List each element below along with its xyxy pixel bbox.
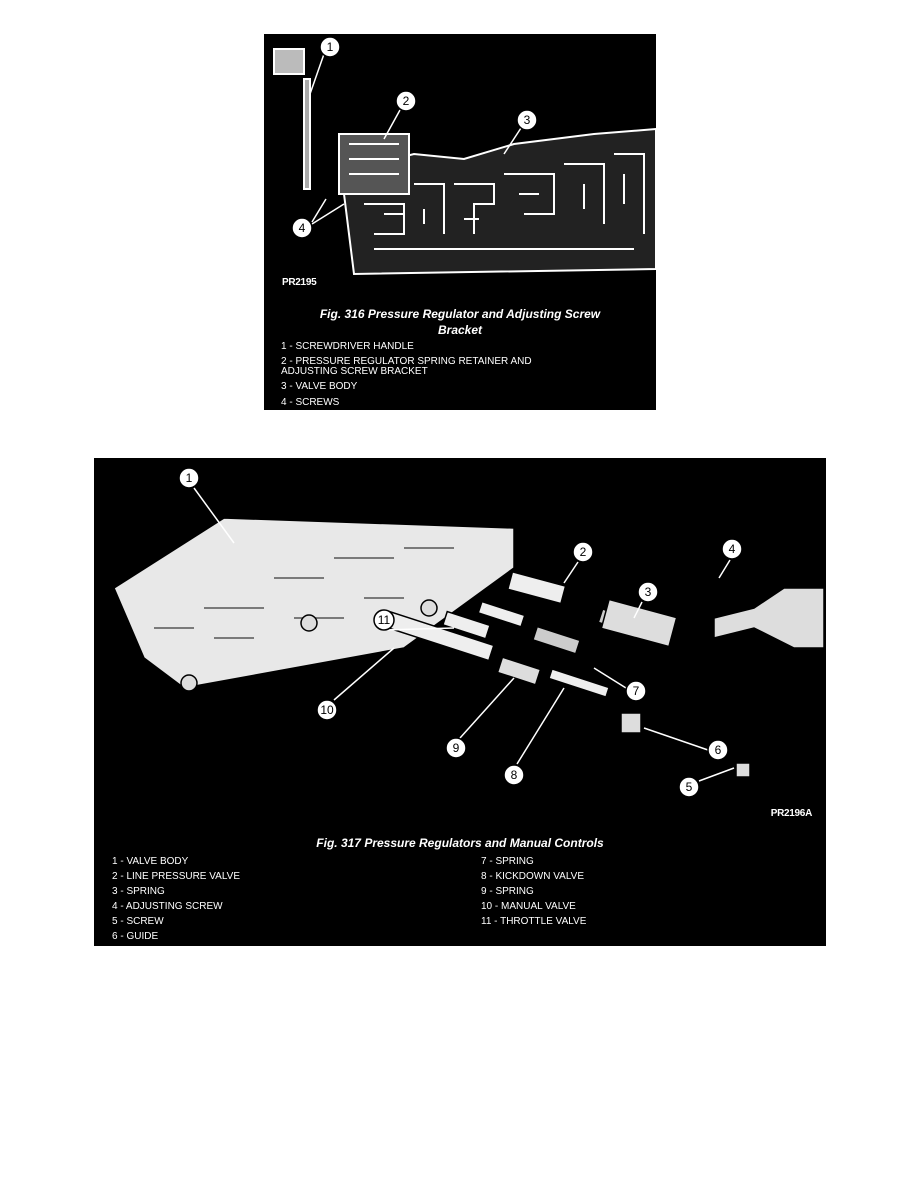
legend-left: 1 - VALVE BODY 2 - LINE PRESSURE VALVE 3…	[112, 857, 240, 946]
callout-circle	[445, 737, 467, 759]
callout-number: 5	[686, 780, 693, 794]
callout-circle	[721, 538, 743, 560]
callout-number: 6	[715, 743, 722, 757]
legend-item: 1 - VALVE BODY	[112, 856, 189, 867]
legend-item: 5 - SCREW	[112, 916, 164, 927]
callout-circle	[316, 699, 338, 721]
figure-title: Fig. 316 Pressure Regulator and Adjustin…	[319, 307, 601, 337]
callout-number: 7	[633, 684, 640, 698]
callout-circle	[707, 739, 729, 761]
legend-item: 2 - LINE PRESSURE VALVE	[112, 871, 241, 882]
callout-number: 8	[511, 768, 518, 782]
callout-number: 2	[403, 94, 410, 108]
callout-circle	[395, 90, 417, 112]
legend-item: 2 - PRESSURE REGULATOR SPRING RETAINER A…	[281, 356, 532, 377]
legend-item: 4 - SCREWS	[281, 397, 340, 408]
figure-316: 1 2 3 4 PR2195 Fig. 316 Pressure Regulator …	[264, 34, 656, 410]
figure-code: PR2195	[282, 277, 317, 288]
callout-circle	[678, 776, 700, 798]
callout-number: 3	[645, 585, 652, 599]
callout-circle	[319, 36, 341, 58]
figure-title: Fig. 317 Pressure Regulators and Manual …	[316, 836, 604, 850]
callout-number: 9	[453, 741, 460, 755]
callout-number: 11	[378, 613, 391, 627]
legend-item: 11 - THROTTLE VALVE	[481, 916, 587, 927]
legend-item: 4 - ADJUSTING SCREW	[112, 901, 223, 912]
legend-item: 3 - SPRING	[112, 886, 165, 897]
legend-right: 7 - SPRING 8 - KICKDOWN VALVE 9 - SPRING…	[481, 857, 586, 932]
legend-item: 3 - VALVE BODY	[281, 381, 358, 392]
figure-317: 1 2 3 4 5 6 7 8 9 10 11 PR2196A Fig. 317 Pressure …	[94, 458, 826, 946]
callout-circle	[516, 109, 538, 131]
callout-circle	[291, 217, 313, 239]
callout-circle	[625, 680, 647, 702]
legend-item: 9 - SPRING	[481, 886, 534, 897]
callout-circle	[503, 764, 525, 786]
legend-item: 10 - MANUAL VALVE	[481, 901, 576, 912]
callout-number: 1	[186, 471, 193, 485]
figure-317-illustration: 1 2 3 4 5 6 7 8 9 10 11	[113, 467, 825, 798]
callout-number: 2	[580, 545, 587, 559]
legend-item: 6 - GUIDE	[112, 931, 159, 942]
callout-number: 4	[729, 542, 736, 556]
callout-circle	[637, 581, 659, 603]
callout-circle	[373, 609, 395, 631]
legend-item: 7 - SPRING	[481, 856, 534, 867]
legend-item: 8 - KICKDOWN VALVE	[481, 871, 584, 882]
callout-circle	[178, 467, 200, 489]
callout-number: 10	[320, 703, 334, 717]
callout-number: 4	[299, 221, 306, 235]
callout-number: 1	[327, 40, 334, 54]
callout-circle	[572, 541, 594, 563]
figure-316-illustration: 1 2 3 4	[273, 36, 656, 276]
callout-number: 3	[524, 113, 531, 127]
legend-item: 1 - SCREWDRIVER HANDLE	[281, 341, 414, 352]
figure-code: PR2196A	[770, 808, 813, 819]
